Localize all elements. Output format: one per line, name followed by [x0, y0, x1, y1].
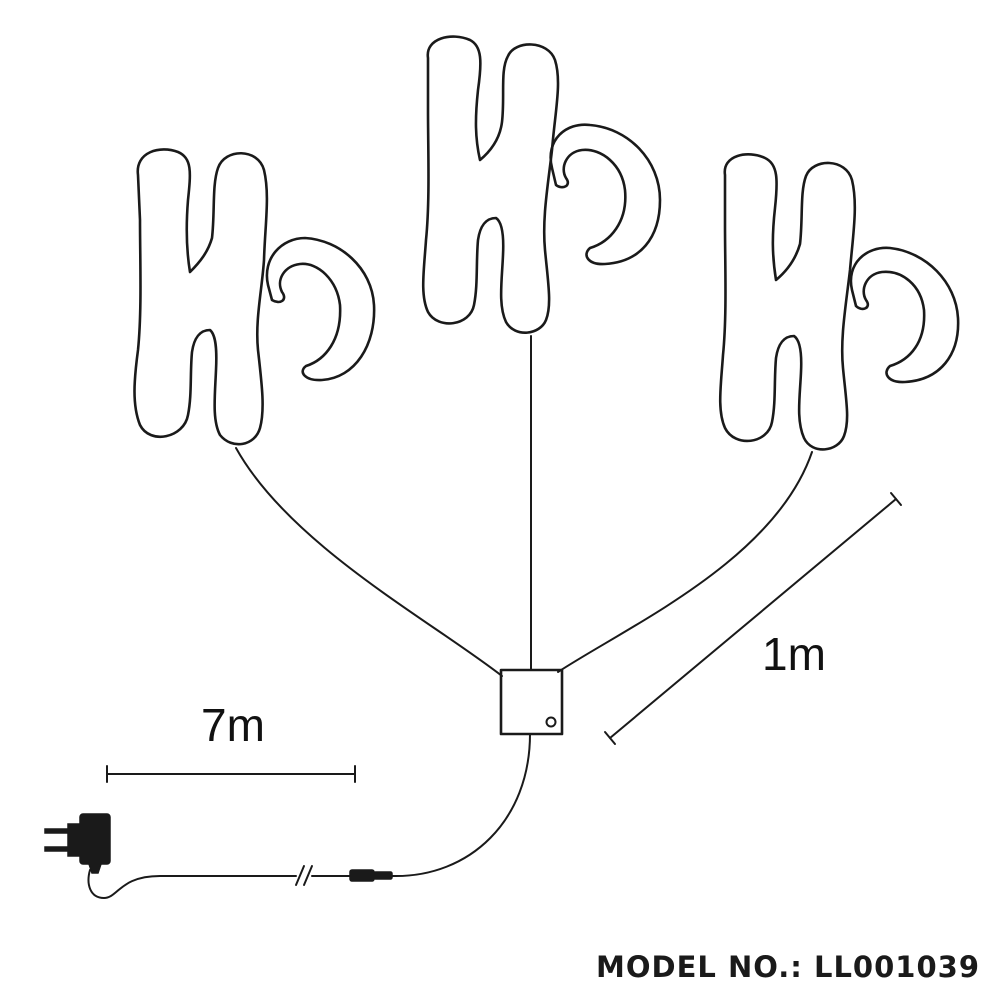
letter-o-outline: [549, 123, 662, 266]
ho-sign-middle: [421, 35, 662, 334]
controller-button-icon: [545, 716, 557, 728]
cable-controller-to-connector: [391, 733, 531, 878]
lead-wire-length-dimension: 1m: [604, 492, 902, 745]
cable-length-label: 7m: [201, 699, 265, 751]
cable-connector-sleeve: [373, 871, 393, 880]
lead-dimension-tick-bottom: [604, 731, 616, 745]
letter-h-outline: [133, 148, 269, 446]
power-adapter-icon: [44, 813, 111, 874]
cable-break-to-adapter: [87, 869, 297, 900]
adapter-prong-bottom: [44, 846, 69, 852]
letter-h-outline: [718, 153, 857, 451]
controller-box: [499, 668, 564, 736]
ho-sign-left: [133, 148, 376, 446]
cable-connector: [349, 869, 375, 882]
cable-break-mark-icon: [295, 865, 313, 886]
ho-sign-right: [718, 153, 960, 451]
adapter-plug-face: [67, 823, 81, 857]
power-cable: [87, 733, 531, 900]
adapter-body: [79, 813, 111, 865]
lead-wire-right: [557, 451, 813, 673]
adapter-cable-stub: [87, 863, 103, 874]
lead-wire-left: [235, 447, 503, 677]
cable-length-dimension: 7m: [106, 699, 356, 783]
lead-wire-length-label: 1m: [762, 628, 826, 680]
lead-wires: [235, 335, 813, 677]
lead-dimension-tick-top: [890, 492, 902, 506]
controller-housing: [499, 668, 564, 736]
adapter-prong-top: [44, 828, 69, 834]
model-number-label: MODEL NO.: LL001039: [596, 950, 980, 984]
letter-o-outline: [849, 246, 960, 384]
lead-dimension-line: [609, 498, 897, 739]
letter-h-outline: [421, 35, 560, 334]
letter-o-outline: [265, 236, 376, 382]
